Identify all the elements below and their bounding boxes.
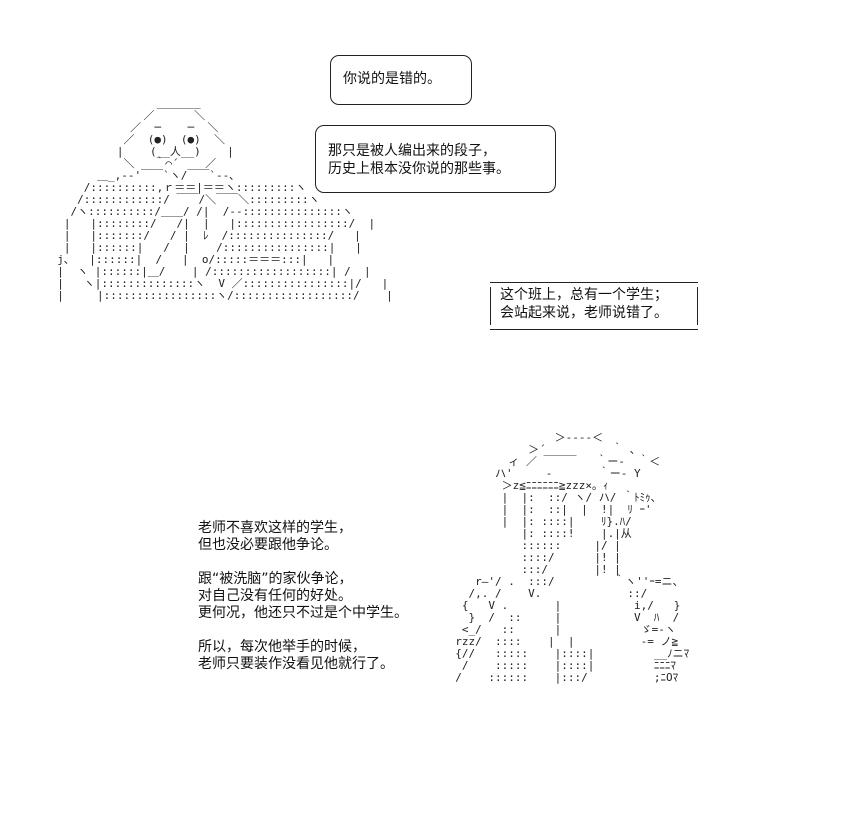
caption-line: 这个班上，总有一个学生； — [500, 287, 668, 303]
narration-paragraph: 所以，每次他举手的时候， 老师只要装作没看见他就行了。 — [198, 639, 408, 673]
narration-line: 跟“被洗脑”的家伙争论， — [198, 571, 353, 587]
narration-line: 老师不喜欢这样的学生， — [198, 520, 352, 536]
narration-line: 所以，每次他举手的时候， — [198, 639, 366, 655]
caption-line: 会站起来说，老师说错了。 — [500, 305, 668, 321]
bubble-2-line: 历史上根本没你说的那些事。 — [328, 161, 510, 177]
bubble-2-line: 那只是被人编出来的段子， — [328, 143, 496, 159]
narration-line: 更何况，他还只不过是个中学生。 — [198, 605, 408, 621]
narration-paragraph: 跟“被洗脑”的家伙争论， 对自己没有任何的好处。 更何况，他还只不过是个中学生。 — [198, 571, 408, 622]
speech-bubble-1: 你说的是错的。 — [330, 55, 472, 105]
bubble-1-line: 你说的是错的。 — [343, 71, 441, 87]
narration-paragraph: 老师不喜欢这样的学生， 但也没必要跟他争论。 — [198, 520, 408, 554]
student-ascii-art: ＞‐‐‐‐＜ ＞´ ｀ 、 ィ ／ ￣￣￣ ｀ー- ｀＜ ハ' ‐ ｀ー‐ Y … — [455, 431, 690, 684]
narration-line: 对自己没有任何的好处。 — [198, 588, 352, 604]
teacher-ascii-art: ＿＿＿＿ ／ ＼ ／ ─ ─ ＼ ／ (●) (●) ＼ | (__人__) |… — [57, 97, 393, 302]
speech-bubble-2: 那只是被人编出来的段子， 历史上根本没你说的那些事。 — [315, 125, 556, 193]
caption-box: 这个班上，总有一个学生； 会站起来说，老师说错了。 — [490, 282, 698, 330]
narration-text: 老师不喜欢这样的学生， 但也没必要跟他争论。 跟“被洗脑”的家伙争论， 对自己没… — [198, 520, 408, 690]
narration-line: 老师只要装作没看见他就行了。 — [198, 656, 394, 672]
narration-line: 但也没必要跟他争论。 — [198, 537, 338, 553]
